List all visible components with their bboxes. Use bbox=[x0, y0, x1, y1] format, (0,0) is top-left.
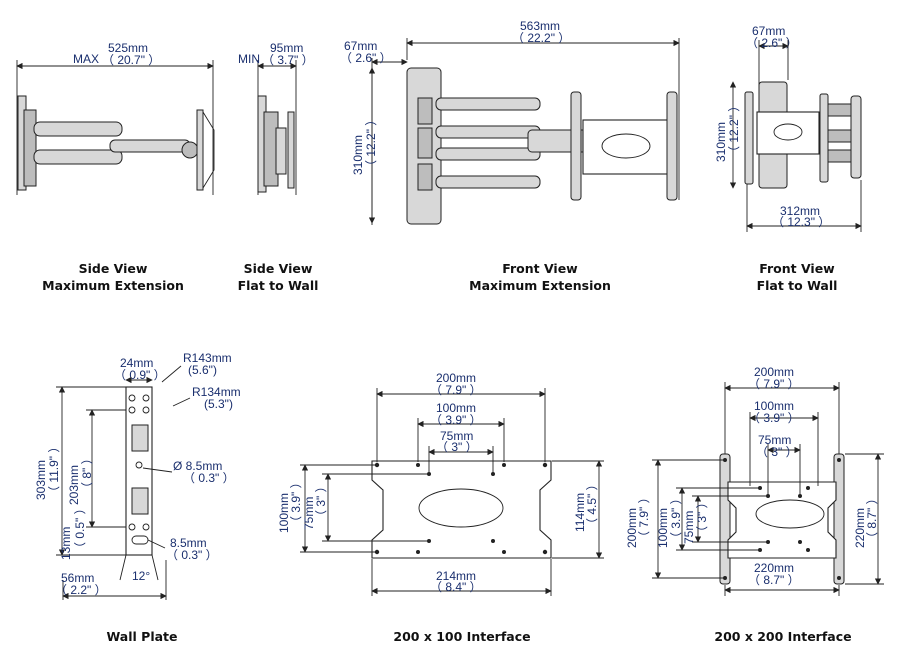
front-view-flat-to-wall: 67mm （ 2.6" ） 310mm （ 12.2" ） 312mm （ 12… bbox=[714, 24, 862, 232]
wall-top-mm: 24mm bbox=[120, 356, 153, 370]
wall-angle: 12° bbox=[132, 569, 150, 583]
front-flat-caption2: Flat to Wall bbox=[757, 278, 838, 293]
iface1-w214-mm: 214mm bbox=[436, 569, 476, 583]
iface2-w75-mm: 75mm bbox=[758, 433, 791, 447]
iface1-h100-in: （ 3.9" ） bbox=[289, 476, 303, 528]
iface1-h114-mm: 114mm bbox=[573, 493, 587, 532]
front-flat-w-mm: 312mm bbox=[780, 204, 820, 218]
wall-plate-drawing: 24mm （ 0.9" ） R143mm (5.6") R134mm (5.3"… bbox=[34, 351, 241, 600]
iface2-h75-mm: 75mm bbox=[682, 511, 696, 544]
iface1-w100-in: （ 3.9" ） bbox=[430, 413, 482, 427]
wall-r2-in: (5.3") bbox=[204, 397, 233, 411]
front-max-off-mm: 67mm bbox=[344, 39, 377, 53]
wall-h2-in: （ 8" ） bbox=[80, 452, 94, 494]
wall-h-in: （ 11.9" ） bbox=[47, 441, 61, 498]
interface-200x100-caption: 200 x 100 Interface bbox=[393, 629, 530, 644]
wall-slot-mm: 8.5mm bbox=[170, 536, 207, 550]
front-flat-w-in: （ 12.3" ） bbox=[772, 215, 830, 229]
iface2-h200-in: （ 7.9" ） bbox=[637, 491, 651, 543]
iface2-h100-in: （ 3.9" ） bbox=[669, 492, 683, 544]
side-max-caption2: Maximum Extension bbox=[42, 278, 184, 293]
iface2-w200-in: （ 7.9" ） bbox=[748, 377, 800, 391]
front-flat-off-in: （ 2.6" ） bbox=[746, 36, 798, 50]
wall-hole-in: （ 0.3" ） bbox=[183, 471, 235, 485]
wall-h2-mm: 203mm bbox=[67, 465, 81, 505]
front-view-max-extension: 563mm （ 22.2" ） 67mm （ 2.6" ） 310mm （ 12… bbox=[340, 19, 680, 225]
front-max-caption2: Maximum Extension bbox=[469, 278, 611, 293]
iface1-w214-in: （ 8.4" ） bbox=[430, 580, 482, 594]
wall-slot-in: （ 0.3" ） bbox=[166, 548, 218, 562]
side-max-dim-in: （ 20.7" ） bbox=[102, 53, 160, 67]
wall-r2-mm: R134mm bbox=[192, 385, 241, 399]
iface1-h75-in: （ 3" ） bbox=[314, 480, 328, 522]
iface2-w220-mm: 220mm bbox=[754, 561, 794, 575]
wall-plate-caption: Wall Plate bbox=[106, 629, 177, 644]
iface1-h100-mm: 100mm bbox=[277, 493, 291, 533]
iface2-h220-in: （ 8.7" ） bbox=[865, 492, 879, 544]
iface1-h75-mm: 75mm bbox=[302, 497, 316, 530]
side-flat-prefix: MIN bbox=[238, 52, 260, 66]
iface1-w75-mm: 75mm bbox=[440, 429, 473, 443]
wall-b-mm: 13mm bbox=[59, 527, 73, 560]
iface2-w200-mm: 200mm bbox=[754, 365, 794, 379]
wall-hole-mm: Ø 8.5mm bbox=[173, 459, 222, 473]
side-max-dim-mm: 525mm bbox=[108, 41, 148, 55]
iface2-h200-mm: 200mm bbox=[625, 508, 639, 548]
iface2-h75-in: （ 3" ） bbox=[695, 496, 709, 538]
side-view-max-extension: MAX 525mm （ 20.7" ） bbox=[16, 41, 215, 195]
side-flat-caption1: Side View bbox=[244, 261, 313, 276]
side-flat-caption2: Flat to Wall bbox=[238, 278, 319, 293]
front-flat-caption1: Front View bbox=[759, 261, 835, 276]
wall-w-mm: 56mm bbox=[61, 571, 94, 585]
side-max-prefix: MAX bbox=[73, 52, 99, 66]
front-flat-h-in: （ 12.2" ） bbox=[727, 100, 741, 158]
iface2-w75-in: （ 3" ） bbox=[756, 445, 798, 459]
interface-200x100-drawing: 200mm （ 7.9" ） 100mm （ 3.9" ） 75mm （ 3" … bbox=[277, 371, 604, 596]
front-max-off-in: （ 2.6" ） bbox=[340, 51, 392, 65]
iface1-w200-in: （ 7.9" ） bbox=[430, 383, 482, 397]
side-max-caption1: Side View bbox=[79, 261, 148, 276]
front-max-w-mm: 563mm bbox=[520, 19, 560, 33]
iface2-w100-in: （ 3.9" ） bbox=[748, 411, 800, 425]
side-flat-dim-in: （ 3.7" ） bbox=[262, 53, 314, 67]
front-max-caption1: Front View bbox=[502, 261, 578, 276]
iface1-h114-in: （ 4.5" ） bbox=[585, 478, 599, 530]
iface2-h100-mm: 100mm bbox=[656, 508, 670, 548]
front-max-h-in: （ 12.2" ） bbox=[364, 114, 378, 172]
interface-200x200-caption: 200 x 200 Interface bbox=[714, 629, 851, 644]
front-max-h-mm: 310mm bbox=[351, 135, 365, 175]
iface2-h220-mm: 220mm bbox=[853, 508, 867, 548]
front-flat-h-mm: 310mm bbox=[714, 122, 728, 162]
wall-w-in: （ 2.2" ） bbox=[55, 583, 107, 597]
wall-h-mm: 303mm bbox=[34, 460, 48, 500]
iface1-w75-in: （ 3" ） bbox=[436, 440, 478, 454]
iface2-w220-in: （ 8.7" ） bbox=[748, 573, 800, 587]
side-flat-dim-mm: 95mm bbox=[270, 41, 303, 55]
iface2-w100-mm: 100mm bbox=[754, 399, 794, 413]
wall-b-in: （ 0.5" ） bbox=[73, 502, 87, 554]
wall-r1-mm: R143mm bbox=[183, 351, 232, 365]
front-max-w-in: （ 22.2" ） bbox=[512, 31, 570, 45]
side-view-flat-to-wall: MIN 95mm （ 3.7" ） bbox=[238, 41, 314, 195]
wall-r1-in: (5.6") bbox=[188, 363, 217, 377]
iface1-w200-mm: 200mm bbox=[436, 371, 476, 385]
iface1-w100-mm: 100mm bbox=[436, 401, 476, 415]
interface-200x200-drawing: 200mm （ 7.9" ） 100mm （ 3.9" ） 75mm （ 3" … bbox=[625, 365, 884, 596]
front-flat-off-mm: 67mm bbox=[752, 24, 785, 38]
